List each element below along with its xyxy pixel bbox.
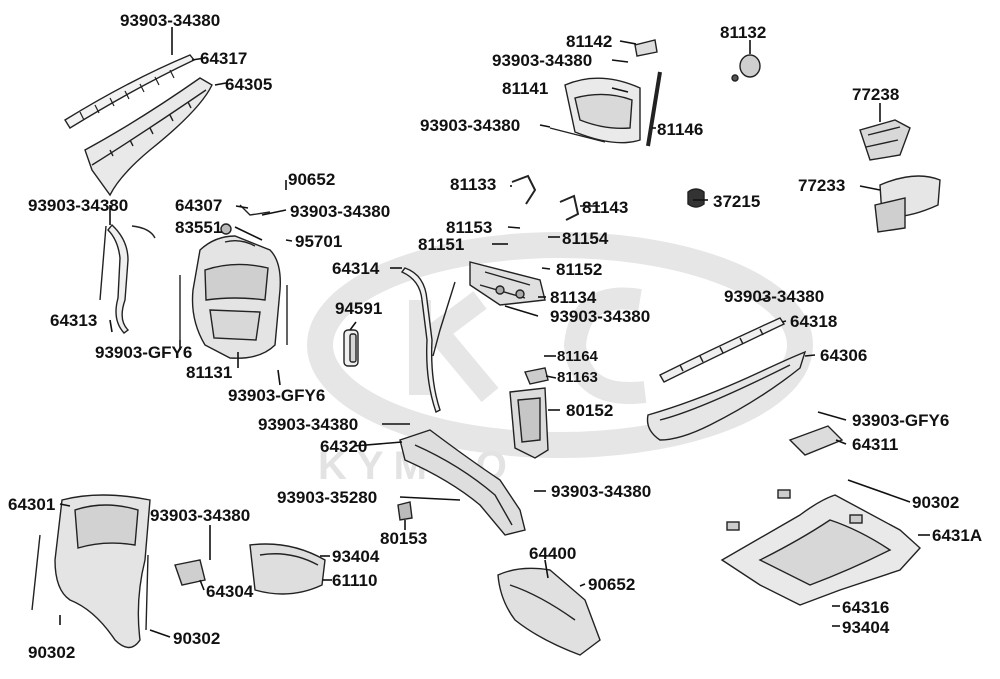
part-64318-strip [659, 317, 786, 383]
part-81131-inner-box [179, 204, 288, 359]
part-label: 80152 [566, 401, 614, 420]
part-6431A-floorboard [720, 489, 921, 606]
part-label: 81152 [556, 260, 603, 279]
part-label: 93903-34380 [150, 506, 251, 525]
part-81134-hook [469, 261, 546, 306]
part-label: 6431A [932, 526, 983, 545]
part-label: 81132 [720, 23, 767, 42]
part-label: 90302 [28, 643, 76, 662]
part-64320-tunnel [399, 429, 526, 536]
part-64313-strip [99, 223, 156, 334]
part-80153-clip [397, 501, 413, 521]
part-37215-clip [687, 188, 705, 208]
part-label: 64305 [225, 75, 273, 94]
part-label: 64304 [206, 582, 254, 601]
part-label: 64311 [852, 435, 899, 454]
part-80152-bracket [509, 387, 549, 459]
part-label: 64314 [332, 259, 380, 278]
part-label: 81131 [186, 363, 233, 382]
part-64314-strip [400, 267, 456, 413]
part-label: 81141 [502, 79, 549, 98]
part-label: 93903-34380 [550, 307, 651, 326]
part-label: 37215 [713, 192, 761, 211]
part-label: 90652 [588, 575, 636, 594]
part-label: 93903-GFY6 [852, 411, 950, 430]
part-64311-plate [788, 425, 844, 456]
part-label: 77238 [852, 85, 900, 104]
part-label: 90302 [912, 493, 960, 512]
part-label: 93404 [842, 618, 890, 637]
part-label: 81142 [566, 32, 613, 51]
part-label: 64316 [842, 598, 890, 617]
part-label: 81154 [562, 229, 609, 248]
part-label: 93903-34380 [28, 196, 129, 215]
part-label: 64307 [175, 196, 223, 215]
part-label: 81151 [418, 235, 465, 254]
part-81141-lid [549, 39, 662, 147]
part-label: 90652 [288, 170, 336, 189]
part-label: 81134 [550, 288, 597, 307]
part-label: 64317 [200, 49, 248, 68]
part-label: 93903-34380 [258, 415, 359, 434]
part-label: 93404 [332, 547, 380, 566]
part-label: 80153 [380, 529, 428, 548]
part-label: 93903-34380 [724, 287, 825, 306]
part-label: 64306 [820, 346, 868, 365]
part-label: 64313 [50, 311, 98, 330]
part-label: 64301 [8, 495, 56, 514]
part-label: 95701 [295, 232, 343, 251]
part-label: 77233 [798, 176, 846, 195]
part-61110-panel [249, 543, 326, 595]
part-label: 93903-34380 [551, 482, 652, 501]
part-81143-bracket [559, 194, 580, 221]
part-label: 81143 [582, 198, 629, 217]
part-label: 81146 [657, 120, 704, 139]
part-label: 94591 [335, 299, 383, 318]
part-label: 90302 [173, 629, 221, 648]
part-label: 81164 [557, 348, 598, 365]
part-64301-front-shield [31, 494, 151, 649]
part-81132-lock [731, 54, 761, 82]
part-81133-bracket [511, 174, 537, 205]
part-label: 81133 [450, 175, 497, 194]
part-label: 93903-GFY6 [228, 386, 326, 405]
part-label: 64320 [320, 437, 368, 456]
part-label: 93903-34380 [120, 11, 221, 30]
part-64400-lower-cover [497, 567, 601, 656]
part-64304-cover [174, 559, 206, 586]
part-64305-side-cover [84, 77, 213, 197]
part-label: 93903-34380 [492, 51, 593, 70]
part-64306-side-cover [646, 350, 807, 441]
part-label: 64318 [790, 312, 838, 331]
part-94591-clip [343, 329, 359, 367]
part-label: 93903-34380 [420, 116, 521, 135]
part-77233-housing [874, 175, 941, 233]
part-label: 61110 [332, 571, 378, 590]
part-label: 93903-GFY6 [95, 343, 193, 362]
part-77238-vent [859, 119, 911, 161]
part-label: 81163 [557, 369, 598, 386]
part-label: 93903-35280 [277, 488, 378, 507]
leader-lines [59, 27, 930, 638]
part-81163-clip [524, 367, 549, 385]
part-label: 64400 [529, 544, 577, 563]
part-label: 93903-34380 [290, 202, 391, 221]
part-label: 81153 [446, 218, 493, 237]
part-label: 83551 [175, 218, 223, 237]
